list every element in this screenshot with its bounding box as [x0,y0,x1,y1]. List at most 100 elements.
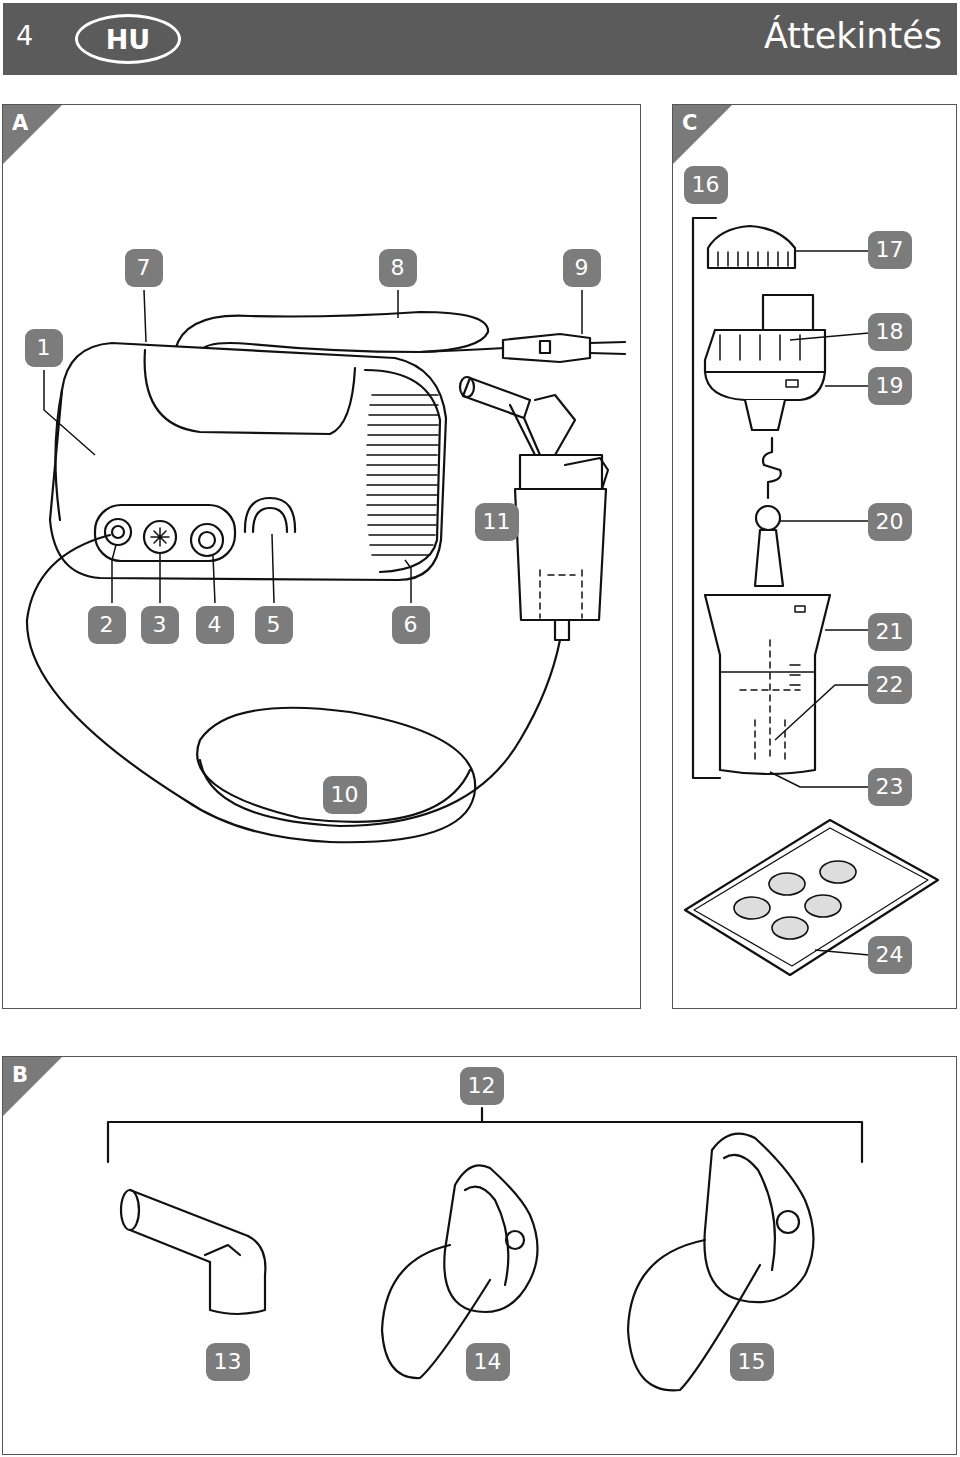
drawing-part [145,350,355,434]
callout-number: 20 [868,503,912,541]
drawing-part [50,343,446,580]
callout-text: 23 [876,774,904,799]
callout-number: 23 [868,768,912,806]
drawing-part [770,772,869,787]
drawing-part [367,395,438,555]
compressor-drawing [27,312,625,842]
callout-number: 8 [379,249,417,287]
drawing-part [734,861,856,939]
drawing-part [745,400,785,430]
drawing-part [777,1211,799,1233]
drawing-part [820,861,856,883]
drawing-part [775,685,869,740]
drawing-part [590,342,625,354]
panel-letter: A [12,111,28,135]
callout-number: 18 [868,313,912,351]
drawing-part [755,530,783,586]
drawing-part [815,950,869,955]
callout-text: 7 [137,255,151,280]
callout-text: 9 [575,255,589,280]
drawing-part [790,665,800,685]
leader-lines [44,290,582,603]
callout-text: 20 [876,509,904,534]
callout-text: 19 [876,373,904,398]
callout-text: 1 [37,335,51,360]
panel-frame: C161718192021222324 [672,104,957,1009]
drawing-part [151,528,169,546]
accessories-drawing [108,1108,862,1390]
callout-number: 11 [475,503,519,541]
drawing-part [769,873,805,895]
drawing-part [465,1187,508,1285]
callout-text: 13 [214,1349,242,1374]
drawing-part [112,545,116,603]
drawing-part [694,828,928,966]
callout-number: 24 [868,936,912,974]
drawing-part [795,250,869,252]
drawing-part [708,226,795,268]
callout-number: 10 [323,776,367,814]
callout-number: 9 [563,249,601,287]
callout-number: 17 [868,231,912,269]
header-band [3,3,957,75]
drawing-part [205,1245,240,1255]
drawing-part [444,1165,537,1312]
drawing-part [144,290,146,342]
drawing-part [510,405,540,455]
callout-number: 4 [196,606,234,644]
callout-text: 18 [876,319,904,344]
panel-frame: B12131415 [2,1056,957,1455]
leader-lines [770,251,869,955]
corner-marker [3,1057,62,1116]
callout-number: 12 [460,1067,504,1105]
corner-marker [3,105,62,164]
callout-number: 19 [868,367,912,405]
callout-text: 2 [100,612,114,637]
callout-text: 22 [876,672,904,697]
drawing-part [506,1231,524,1249]
drawing-part [705,330,825,372]
drawing-part [272,534,274,603]
callout-text: 10 [331,782,359,807]
drawing-part [503,334,590,362]
language-code: HU [106,24,151,55]
callout-number: 2 [88,606,126,644]
callout-text: 8 [391,255,405,280]
drawing-part [705,595,830,774]
drawing-part [191,524,223,556]
drawing-part [210,1236,265,1314]
callout-text: 6 [404,612,418,637]
drawing-part [720,671,815,673]
drawing-part [740,640,800,760]
drawing-part [515,489,606,620]
drawing-part [365,370,440,572]
drawing-part [112,526,124,538]
callout-text: 17 [876,237,904,262]
callout-text: 3 [153,612,167,637]
nebulizer-parts-drawing [685,218,938,975]
drawing-part [795,606,805,612]
drawing-part [105,519,131,545]
drawing-part [535,395,575,455]
page-title: Áttekintés [764,16,942,56]
callout-number: 21 [868,613,912,651]
drawing-part [704,1134,813,1303]
drawing-part [420,348,505,352]
language-badge: HU [75,14,181,64]
drawing-part [790,333,869,340]
drawing-part [565,458,608,489]
panel-letter: C [682,111,697,135]
callout-number: 15 [730,1343,774,1381]
drawing-part [540,570,582,618]
callout-text: 14 [474,1349,502,1374]
drawing-part [175,312,488,352]
drawing-part [55,390,62,520]
drawing-part [130,1190,248,1262]
drawing-part [121,1190,139,1230]
callout-number: 1 [25,329,63,367]
callout-text: 12 [468,1073,496,1098]
drawing-part [825,385,869,387]
callout-number: 5 [255,606,293,644]
drawing-part [253,508,287,532]
